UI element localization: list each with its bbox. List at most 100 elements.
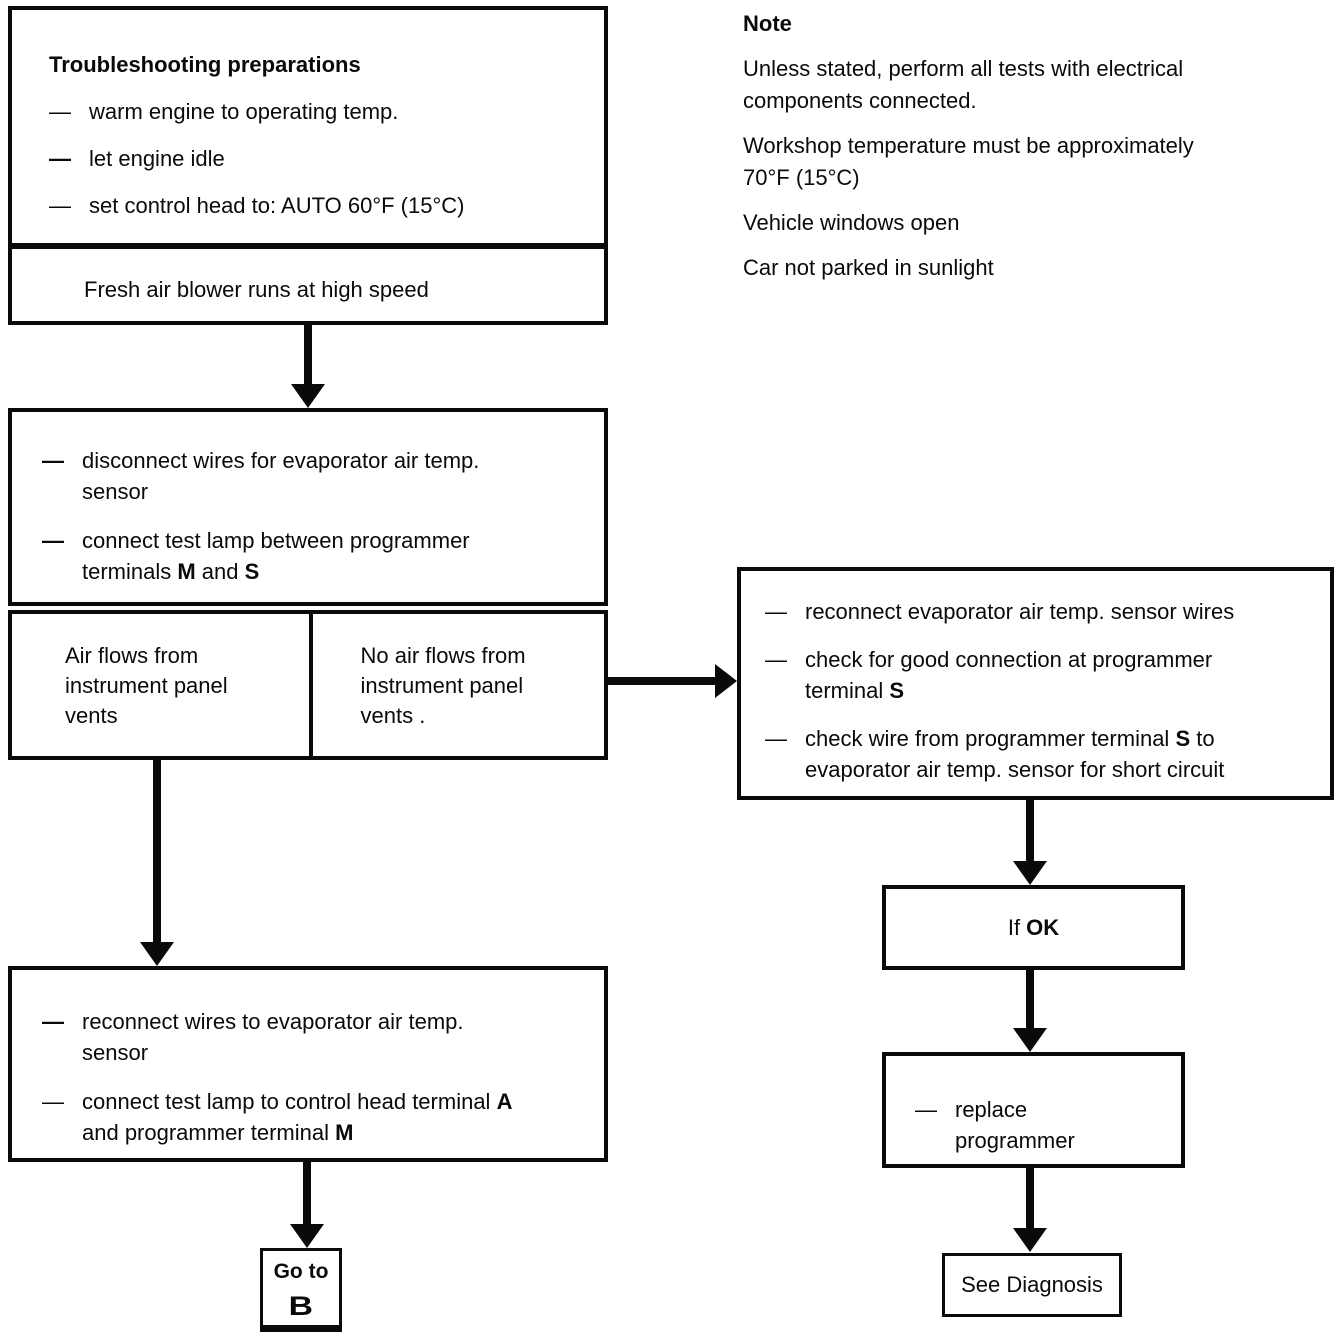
note-paragraph: Car not parked in sunlight <box>743 252 1295 284</box>
text-line: If OK <box>1007 914 1060 940</box>
check-step-good-connection: — check for good connection at programme… <box>765 644 1306 706</box>
if-ok-box: If OK <box>882 885 1185 970</box>
prep-step-engine-idle: — let engine idle <box>49 143 604 174</box>
text-line: warm engine to operating temp. <box>89 99 399 124</box>
dash-bullet: — <box>42 1009 64 1034</box>
reconnect-box: — reconnect wires to evaporator air temp… <box>8 966 608 1162</box>
dash-bullet: — <box>49 99 71 124</box>
text-line: terminals M and S <box>82 559 260 584</box>
step-text: replace programmer <box>955 1094 1171 1156</box>
text-line: connect test lamp to control head termin… <box>82 1089 513 1114</box>
step-text: connect test lamp to control head termin… <box>82 1086 576 1148</box>
dash-bullet: — <box>49 146 71 171</box>
replace-step: — replace programmer <box>915 1094 1171 1156</box>
arrow-down-prep-to-test <box>291 325 325 408</box>
arrow-head-down-icon <box>140 942 174 966</box>
step-text: check for good connection at programmer t… <box>805 644 1306 706</box>
reconnect-step-test-lamp: — connect test lamp to control head term… <box>42 1086 576 1148</box>
arrow-head-down-icon <box>291 384 325 408</box>
step-text: set control head to: AUTO 60°F (15°C) <box>89 190 604 221</box>
step-text: reconnect evaporator air temp. sensor wi… <box>805 596 1306 627</box>
arrow-down-air-to-reconnect <box>140 760 174 966</box>
dash-bullet: — <box>915 1097 937 1122</box>
arrow-head-right-icon <box>715 664 737 698</box>
text-line: Vehicle windows open <box>743 210 960 235</box>
arrow-shaft <box>1026 1168 1034 1230</box>
dash-bullet: — <box>49 193 71 218</box>
prep-box: Troubleshooting preparations — warm engi… <box>8 6 608 325</box>
text-line: let engine idle <box>89 146 225 171</box>
text-line: reconnect evaporator air temp. sensor wi… <box>805 599 1235 624</box>
arrow-shaft <box>304 325 312 386</box>
dash-bullet: — <box>42 448 64 473</box>
check-step-short-circuit: — check wire from programmer terminal S … <box>765 723 1306 785</box>
text-line: evaporator air temp. sensor for short ci… <box>805 757 1225 782</box>
arrow-head-down-icon <box>1013 1228 1047 1252</box>
text-line: instrument panel <box>360 673 524 698</box>
step-text: warm engine to operating temp. <box>89 96 604 127</box>
text-line: connect test lamp between programmer <box>82 528 470 553</box>
if-ok-label: If OK <box>1008 915 1059 941</box>
arrow-shaft <box>153 760 161 944</box>
arrow-down-check-to-ifok <box>1013 800 1047 885</box>
test-step-connect-lamp: — connect test lamp between programmer te… <box>42 525 576 587</box>
arrow-shaft <box>1026 970 1034 1030</box>
note-block: Note Unless stated, perform all tests wi… <box>743 8 1295 284</box>
check-step-reconnect-sensor: — reconnect evaporator air temp. sensor … <box>765 596 1306 627</box>
dash-bullet: — <box>765 599 787 624</box>
step-text: connect test lamp between programmer term… <box>82 525 576 587</box>
divider-line <box>8 243 608 249</box>
dash-bullet: — <box>765 647 787 672</box>
step-text: disconnect wires for evaporator air temp… <box>82 445 576 507</box>
arrow-shaft <box>1026 800 1034 863</box>
note-paragraph: Unless stated, perform all tests with el… <box>743 53 1295 117</box>
text-line: instrument panel <box>65 673 228 698</box>
text-line: 70°F (15°C) <box>743 165 860 190</box>
text-line: Car not parked in sunlight <box>743 255 994 280</box>
prep-steps: — warm engine to operating temp. — let e… <box>49 96 604 221</box>
goto-b-box: Go to B <box>260 1248 342 1332</box>
sensor-check-box: — reconnect evaporator air temp. sensor … <box>737 567 1334 800</box>
text-line: vents <box>65 703 118 728</box>
see-diagnosis-box: See Diagnosis <box>942 1253 1122 1317</box>
text-line: sensor <box>82 479 149 504</box>
dash-bullet: — <box>42 528 64 553</box>
text-line: sensor <box>82 1040 149 1065</box>
note-paragraph: Vehicle windows open <box>743 207 1295 239</box>
text-line: components connected. <box>743 88 977 113</box>
arrow-shaft <box>607 677 717 685</box>
text-line: terminal S <box>805 678 905 703</box>
text-line: set control head to: AUTO 60°F (15°C) <box>89 193 465 218</box>
text-line: check for good connection at programmer <box>805 647 1213 672</box>
arrow-down-ifok-to-replace <box>1013 970 1047 1052</box>
text-line: programmer <box>955 1128 1075 1153</box>
note-title: Note <box>743 11 792 36</box>
prep-title: Troubleshooting preparations <box>49 52 361 77</box>
text-line: and programmer terminal M <box>82 1120 354 1145</box>
dash-bullet: — <box>42 1089 64 1114</box>
replace-programmer-box: — replace programmer <box>882 1052 1185 1168</box>
test-lamp-box: — disconnect wires for evaporator air te… <box>8 408 608 606</box>
step-text: reconnect wires to evaporator air temp.s… <box>82 1006 576 1068</box>
see-diagnosis-label: See Diagnosis <box>961 1272 1103 1297</box>
reconnect-step-wires: — reconnect wires to evaporator air temp… <box>42 1006 576 1068</box>
dash-bullet: — <box>765 726 787 751</box>
text-line: replace <box>955 1097 1028 1122</box>
text-line: vents . <box>360 703 426 728</box>
text-line: Air flows from <box>65 643 199 668</box>
prep-step-control-head: — set control head to: AUTO 60°F (15°C) <box>49 190 604 221</box>
arrow-shaft <box>303 1162 311 1226</box>
arrow-down-replace-to-diagnosis <box>1013 1168 1047 1252</box>
step-text: check wire from programmer terminal S to… <box>805 723 1306 785</box>
text-line: Workshop temperature must be approximate… <box>743 133 1194 158</box>
arrow-head-down-icon <box>1013 1028 1047 1052</box>
arrow-head-down-icon <box>290 1224 324 1248</box>
note-paragraph: Workshop temperature must be approximate… <box>743 130 1295 194</box>
outcome-air-flows: Air flows from instrument panel vents <box>12 614 309 756</box>
text-line: check wire from programmer terminal S to <box>805 726 1215 751</box>
arrow-head-down-icon <box>1013 861 1047 885</box>
text-line: disconnect wires for evaporator air temp… <box>82 448 480 473</box>
